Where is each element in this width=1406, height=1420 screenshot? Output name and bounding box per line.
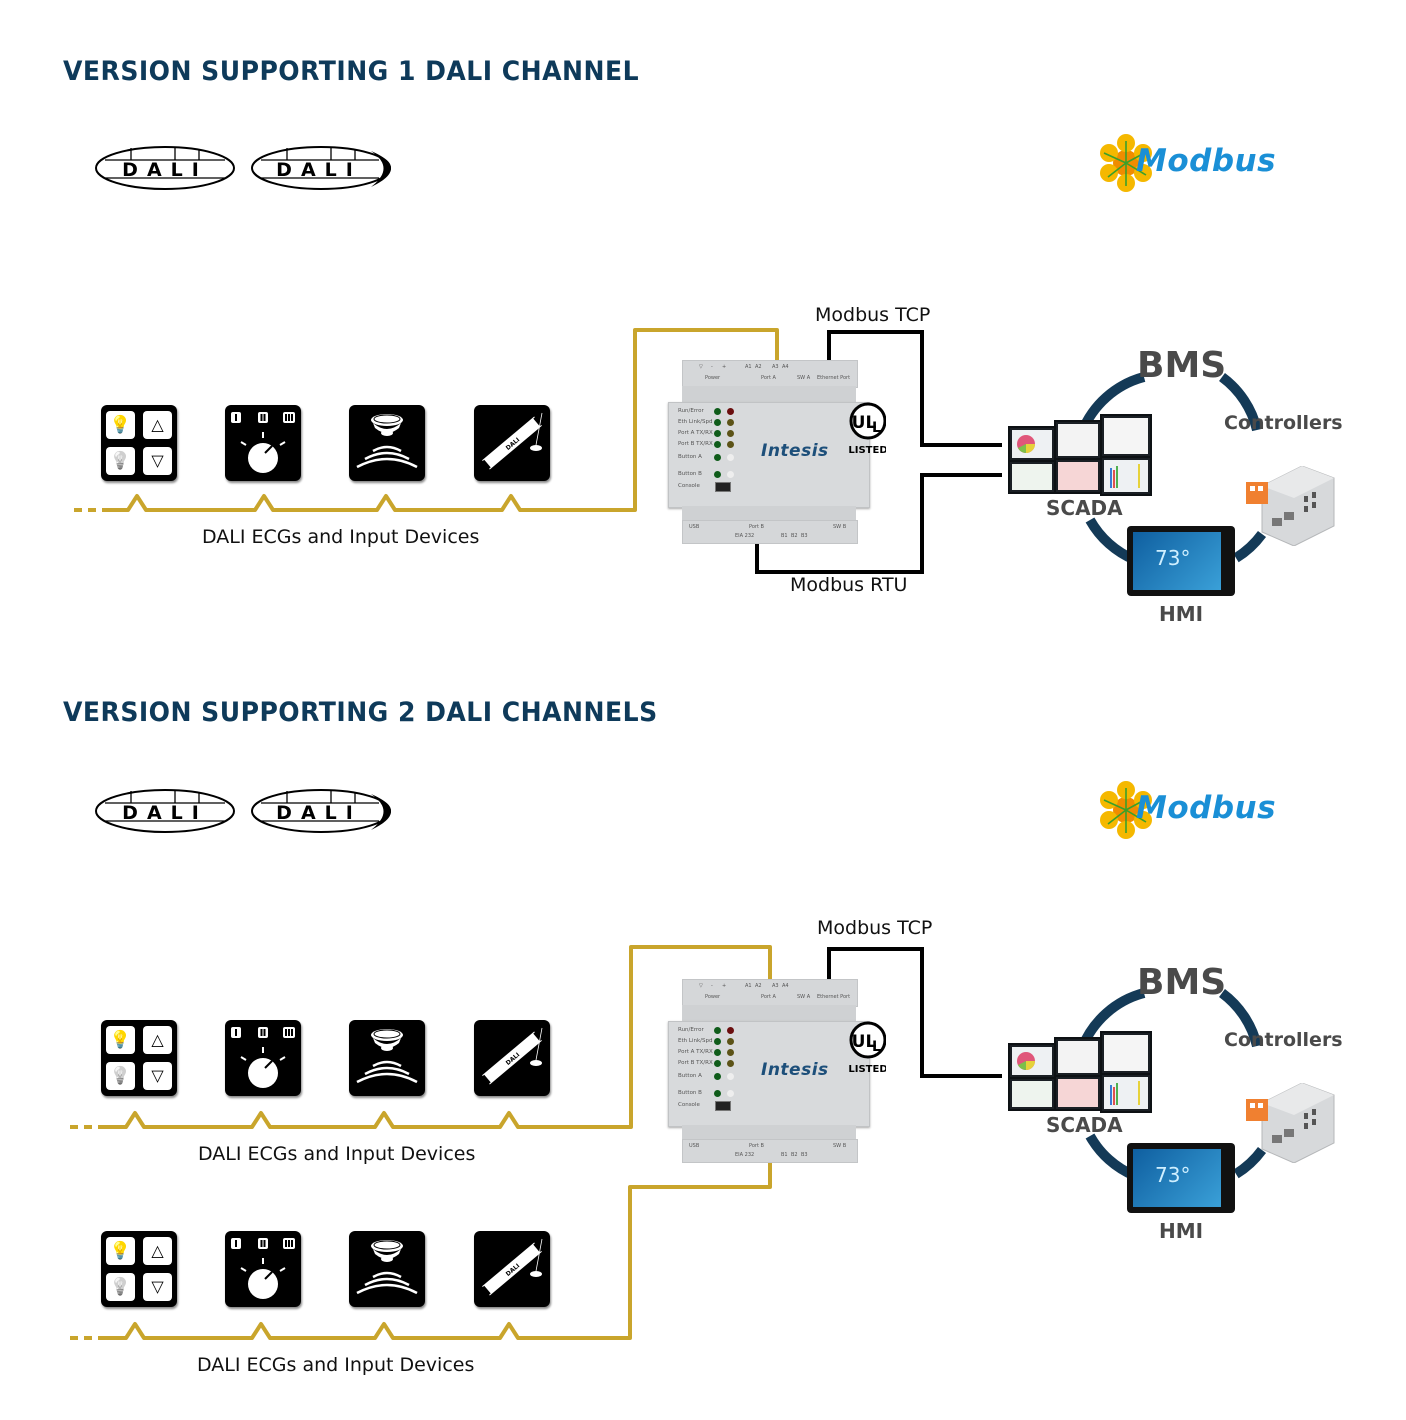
modbus-rtu-line	[755, 473, 1002, 574]
dali-channel-label: DALI ECGs and Input Devices	[202, 526, 480, 548]
modbus-logo: Modbus	[1096, 131, 1296, 196]
fluorescent-tube-ecg-icon: DALI	[474, 1020, 550, 1096]
svg-text:2: 2	[393, 806, 403, 822]
dali2-logo: DALI 2	[251, 789, 403, 833]
presence-sensor-icon	[349, 1231, 425, 1307]
controllers-label: Controllers	[1224, 1029, 1343, 1051]
hmi-panel-icon: 73°	[1127, 1143, 1235, 1213]
modbus-tcp-line	[827, 947, 1002, 1078]
scada-label: SCADA	[1046, 496, 1123, 520]
modbus-hex-icon	[1100, 781, 1152, 839]
scada-monitors-icon	[1008, 1029, 1152, 1113]
section-title-1: VERSION SUPPORTING 1 DALI CHANNEL	[63, 56, 640, 87]
bms-title: BMS	[1137, 345, 1227, 386]
svg-text:2: 2	[393, 163, 403, 179]
rotary-dimmer-icon	[225, 1020, 301, 1096]
svg-text:L: L	[872, 420, 881, 436]
rotary-dimmer-icon	[225, 1231, 301, 1307]
hmi-temperature: 73°	[1155, 546, 1191, 570]
led-red	[727, 408, 734, 415]
ul-listed-mark: UL L LISTED	[848, 1021, 886, 1073]
dali-channel-label: DALI ECGs and Input Devices	[197, 1354, 475, 1376]
svg-text:UL: UL	[852, 413, 877, 433]
console-port	[715, 482, 731, 492]
push-button-panel-icon: 💡 △ 💡 ▽	[101, 1020, 177, 1096]
dali-bus-line	[74, 328, 779, 512]
svg-text:LISTED: LISTED	[848, 445, 886, 454]
dali-logo: DALI	[95, 146, 235, 190]
dali-logos: DALI DALI 2	[95, 789, 403, 833]
dali-bus-line-1	[70, 945, 772, 1129]
led-green	[714, 408, 721, 415]
svg-text:DALI: DALI	[276, 802, 362, 824]
dali-bus-line-2	[70, 1158, 772, 1340]
hmi-panel-icon: 73°	[1127, 526, 1235, 596]
modbus-logo-text: Modbus	[1136, 143, 1277, 179]
svg-text:LISTED: LISTED	[848, 1064, 886, 1073]
svg-text:L: L	[872, 1039, 881, 1055]
svg-text:DALI: DALI	[122, 159, 208, 181]
push-button-panel-icon: 💡 △ 💡 ▽	[101, 1231, 177, 1307]
dali-channel-label: DALI ECGs and Input Devices	[198, 1143, 476, 1165]
plc-controller-icon	[1246, 1083, 1335, 1163]
modbus-logo-text: Modbus	[1136, 790, 1277, 826]
hmi-temperature: 73°	[1155, 1163, 1191, 1187]
modbus-logo: Modbus	[1096, 778, 1296, 843]
fluorescent-tube-ecg-icon: DALI	[474, 1231, 550, 1307]
modbus-tcp-line	[827, 330, 1002, 447]
rotary-dimmer-icon	[225, 405, 301, 481]
hmi-label: HMI	[1159, 602, 1204, 626]
bms-title: BMS	[1137, 962, 1227, 1003]
svg-text:DALI: DALI	[122, 802, 208, 824]
svg-text:DALI: DALI	[276, 159, 362, 181]
ul-listed-mark: UL L LISTED	[848, 402, 886, 454]
dali2-logo: DALI 2	[251, 146, 403, 190]
section-title-2: VERSION SUPPORTING 2 DALI CHANNELS	[63, 697, 658, 728]
intesis-brand: Intesis	[761, 1060, 829, 1080]
dali-logo: DALI	[95, 789, 235, 833]
presence-sensor-icon	[349, 405, 425, 481]
controllers-label: Controllers	[1224, 412, 1343, 434]
modbus-tcp-label: Modbus TCP	[817, 917, 933, 939]
modbus-hex-icon	[1100, 134, 1152, 192]
presence-sensor-icon	[349, 1020, 425, 1096]
fluorescent-tube-ecg-icon: DALI	[474, 405, 550, 481]
svg-text:UL: UL	[852, 1032, 877, 1052]
modbus-rtu-label: Modbus RTU	[790, 574, 908, 596]
scada-label: SCADA	[1046, 1113, 1123, 1137]
modbus-tcp-label: Modbus TCP	[815, 304, 931, 326]
scada-monitors-icon	[1008, 412, 1152, 496]
dali-logos: DALI DALI 2	[95, 146, 403, 190]
intesis-gateway: ▽ - + A1 A2 A3 A4 Power Port A SW A Ethe…	[668, 979, 870, 1163]
push-button-panel-icon: 💡 △ 💡 ▽	[101, 405, 177, 481]
console-port	[715, 1101, 731, 1111]
hmi-label: HMI	[1159, 1219, 1204, 1243]
plc-controller-icon	[1246, 466, 1335, 546]
intesis-brand: Intesis	[761, 441, 829, 461]
intesis-gateway: ▽ - + A1 A2 A3 A4 Power Port A SW A Ethe…	[668, 360, 870, 544]
